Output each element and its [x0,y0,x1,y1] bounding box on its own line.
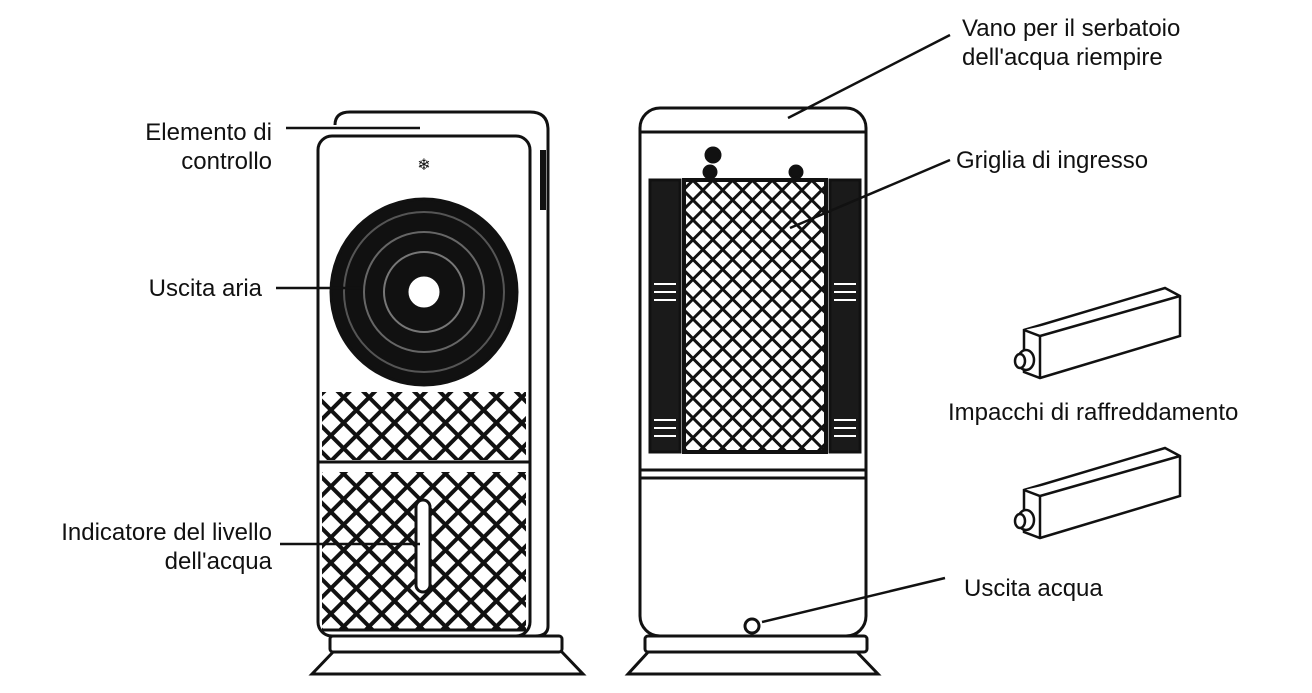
label-water-level-line-2: dell'acqua [164,548,272,575]
water-outlet-plug [743,617,761,635]
front-unit: ❄ [308,110,587,676]
leader-tank [787,33,951,120]
label-water-level-indicator: Indicatore del livello dell'acqua [4,518,272,576]
label-air-outlet-text: Uscita aria [148,275,262,302]
label-control-element: Elemento di controllo [60,118,272,176]
label-water-tank-compartment: Vano per il serbatoio dell'acqua riempir… [962,14,1180,72]
back-right-panel [828,178,862,454]
label-water-outlet: Uscita acqua [964,574,1103,603]
cooling-pack-1 [1013,286,1182,380]
label-inlet-grille-text: Griglia di ingresso [956,147,1149,174]
leader-lines [276,33,951,624]
label-cooling-packs-text: Impacchi di raffreddamento [948,399,1239,426]
label-water-level-line-1: Indicatore del livello [61,519,272,546]
leader-grille [789,158,951,230]
front-base [308,648,587,676]
leader-water-outlet [761,576,946,624]
label-water-outlet-text: Uscita acqua [964,575,1103,602]
label-tank-line-2: dell'acqua riempire [962,44,1163,71]
inlet-grille [682,178,828,454]
label-control-line-2: controllo [181,148,272,175]
water-level-window [414,498,432,594]
back-left-panel [648,178,682,454]
front-upper-mesh [322,392,526,460]
back-base [624,648,882,676]
label-cooling-packs: Impacchi di raffreddamento [948,398,1238,427]
cooling-pack-2 [1013,446,1182,540]
control-icon: ❄ [417,157,430,174]
label-air-outlet: Uscita aria [60,274,262,303]
back-unit [624,106,882,676]
fan-hub [408,276,440,308]
label-tank-line-1: Vano per il serbatoio [962,15,1181,42]
front-base-plinth [328,634,564,654]
label-control-line-1: Elemento di [145,119,272,146]
label-inlet-grille: Griglia di ingresso [956,146,1148,175]
